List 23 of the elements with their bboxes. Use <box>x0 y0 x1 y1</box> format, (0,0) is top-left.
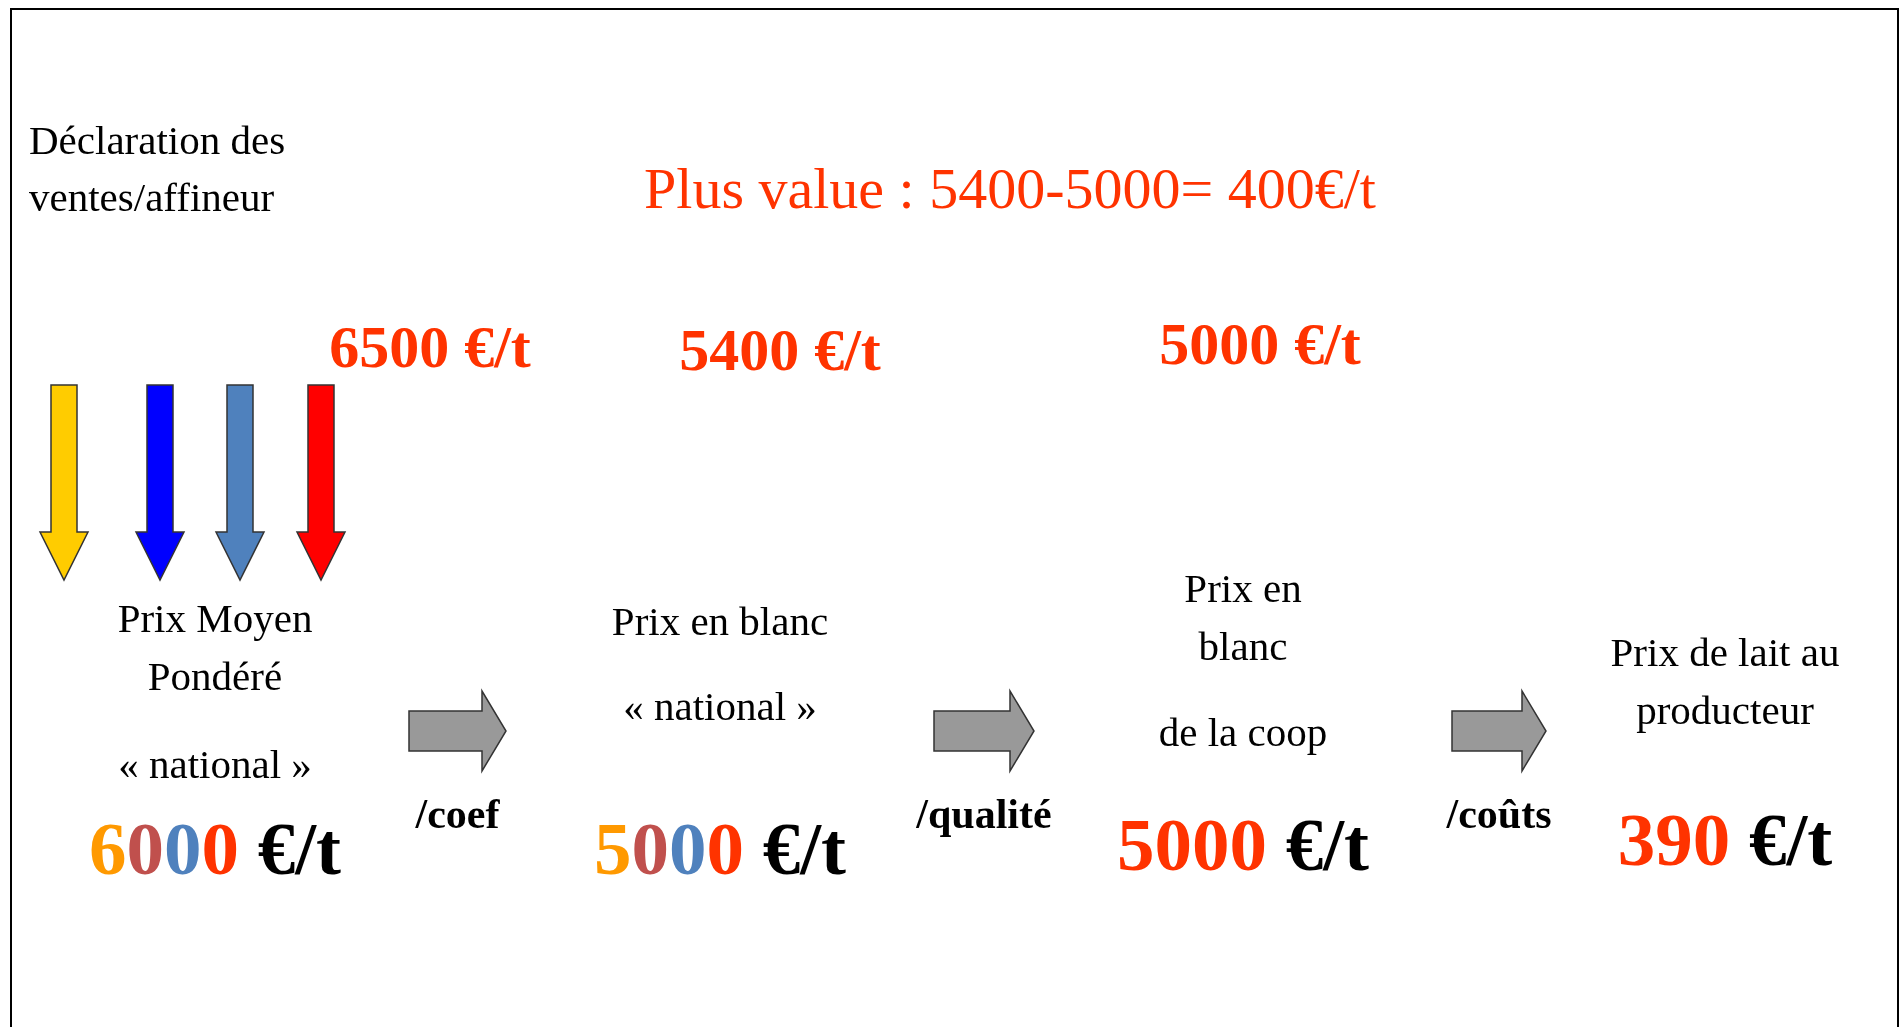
block-arrow <box>134 384 186 582</box>
price-value: 5000 €/t <box>1158 310 1362 379</box>
block-arrow <box>214 384 266 582</box>
heading-text: Déclaration des ventes/affineur <box>29 116 287 223</box>
stage-subtitle: de la coop <box>1158 708 1328 757</box>
price-value: 6500 €/t <box>328 313 532 382</box>
stage-subtitle: « national » <box>623 682 817 731</box>
block-arrow <box>295 384 347 582</box>
price-value: 5000 €/t <box>1116 802 1370 888</box>
stage-title: Prix de lait au producteur <box>1609 628 1841 735</box>
price-value: 5400 €/t <box>678 316 882 385</box>
price-value: 6000 €/t <box>88 806 342 892</box>
price-value: 390 €/t <box>1617 797 1833 883</box>
stage-title: Prix Moyen Pondéré <box>116 594 314 701</box>
plus-value-text: Plus value : 5400-5000= 400€/t <box>643 155 1377 223</box>
block-arrow <box>1451 688 1547 774</box>
block-arrow <box>38 384 90 582</box>
stage-subtitle: « national » <box>118 740 312 789</box>
block-arrow <box>933 688 1035 774</box>
stage-title: Prix en blanc <box>1183 564 1303 671</box>
block-arrow <box>408 688 507 774</box>
price-value: 5000 €/t <box>593 806 847 892</box>
stage-title: Prix en blanc <box>611 597 829 646</box>
